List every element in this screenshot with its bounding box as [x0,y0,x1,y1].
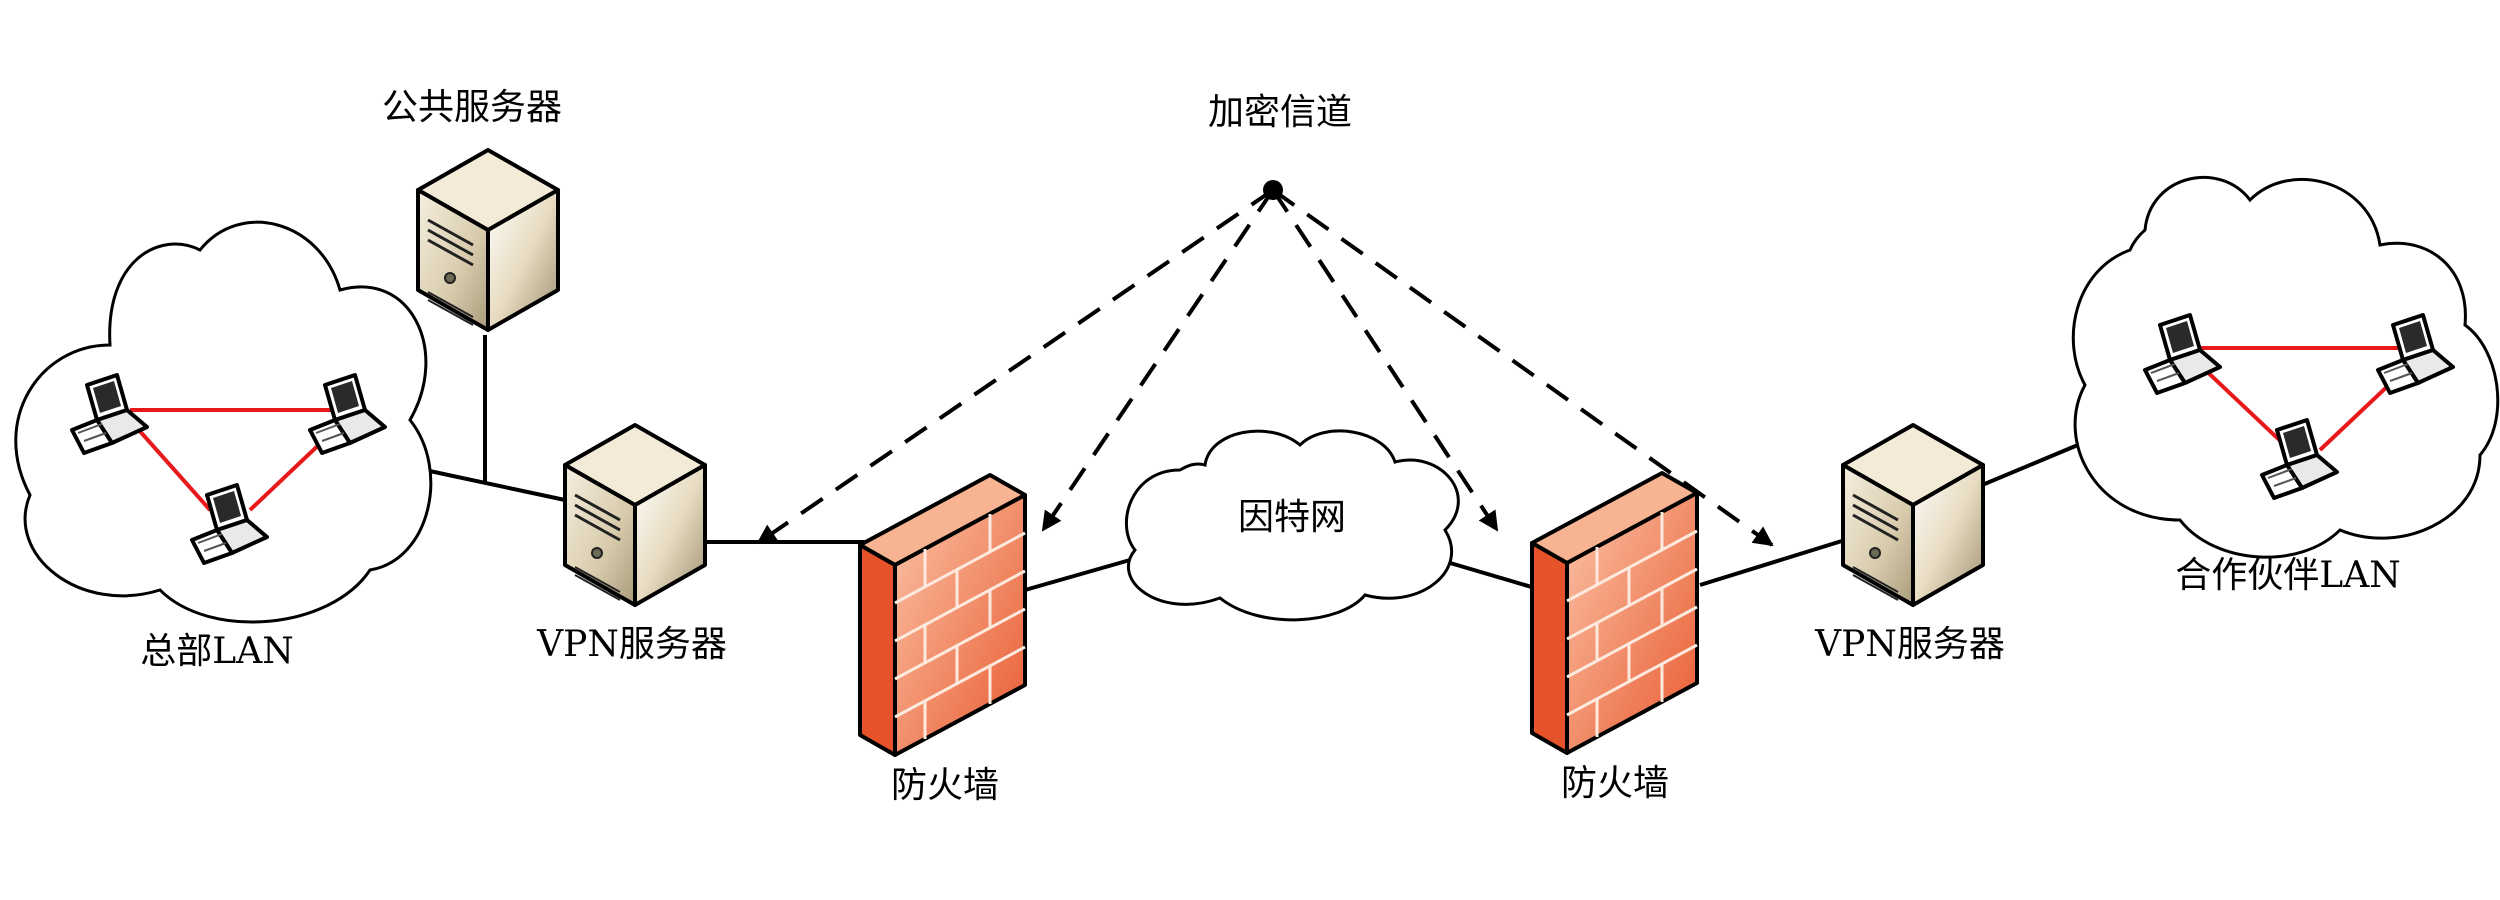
partner-lan-link [1974,440,2086,490]
hq-lan-label: 总部LAN [140,631,294,672]
firewall-right-to-vpn-link [1699,538,1846,587]
tunnel-arrow-to-vpn-right [1271,188,1774,547]
hq-lan-link [424,468,566,502]
vpn-server-left-label: VPN服务器 [537,624,727,665]
encrypted-channel-label: 加密信道 [1207,92,1353,133]
public-server-icon [416,148,560,332]
firewall-left-label: 防火墙 [890,765,1000,806]
internet-label: 因特网 [1237,497,1347,538]
encrypted-channel-arrows [756,188,1774,547]
internet-cloud [1125,429,1460,622]
connection-lines [424,335,2086,592]
partner-lan-cloud [2071,176,2500,559]
tunnel-arrow-to-firewall-left [1041,188,1275,532]
firewall-left-icon [858,473,1027,757]
encrypted-channel-node [1263,180,1283,200]
tunnel-arrow-to-firewall-right [1271,188,1499,532]
partner-lan-label: 合作伙伴LAN [2175,555,2401,596]
public-server-label: 公共服务器 [381,87,563,128]
vpn-server-right-label: VPN服务器 [1815,624,2005,665]
tunnel-arrow-to-vpn-left [756,188,1275,545]
firewall-right-label: 防火墙 [1560,763,1670,804]
internet-to-firewall-right-link [1439,558,1536,590]
firewall-left-to-internet-link [1024,558,1131,592]
vpn-server-left-icon [563,423,707,607]
hq-lan-cloud [14,220,433,624]
firewall-right-icon [1530,471,1699,755]
vpn-server-right-icon [1841,423,1985,607]
